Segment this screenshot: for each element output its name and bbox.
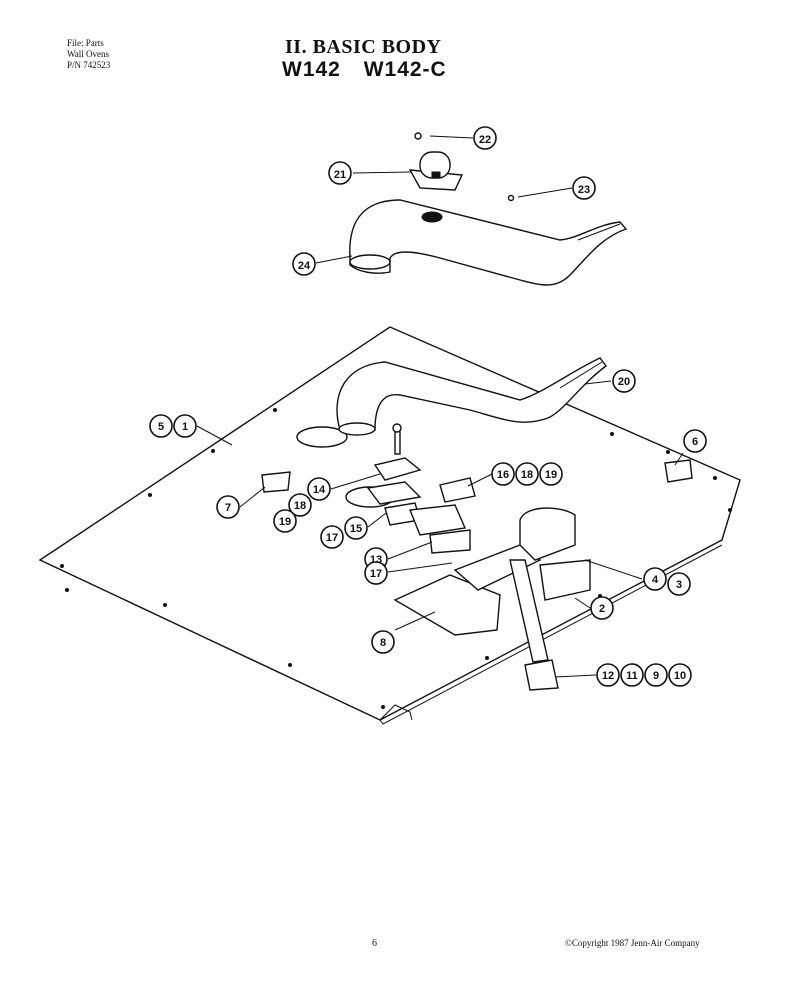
svg-text:9: 9 bbox=[653, 670, 659, 682]
callout-19b: 19 bbox=[273, 509, 297, 533]
svg-text:11: 11 bbox=[626, 670, 638, 682]
callout-22: 22 bbox=[473, 126, 497, 150]
thermostat-part bbox=[408, 151, 464, 191]
callout-9: 9 bbox=[644, 663, 668, 687]
svg-text:18: 18 bbox=[521, 469, 533, 481]
category-line: Wall Ovens bbox=[67, 49, 110, 59]
screw-part bbox=[414, 132, 515, 202]
svg-text:23: 23 bbox=[578, 184, 590, 196]
svg-text:19: 19 bbox=[279, 516, 291, 528]
callout-3: 3 bbox=[667, 572, 691, 596]
model-w142c: W142-C bbox=[363, 58, 447, 81]
svg-text:5: 5 bbox=[158, 421, 164, 433]
part-number-line: P/N 742523 bbox=[67, 60, 111, 70]
copyright-notice: ©Copyright 1987 Jenn-Air Company bbox=[565, 938, 700, 948]
svg-text:24: 24 bbox=[298, 260, 311, 272]
callout-17a: 17 bbox=[320, 525, 344, 549]
document-meta: File: Parts Wall Ovens P/N 742523 bbox=[67, 38, 110, 71]
svg-text:17: 17 bbox=[370, 568, 382, 580]
svg-text:21: 21 bbox=[334, 169, 346, 181]
svg-text:17: 17 bbox=[326, 532, 338, 544]
svg-text:2: 2 bbox=[599, 603, 605, 615]
switch-parts bbox=[261, 457, 693, 554]
svg-text:4: 4 bbox=[652, 574, 659, 586]
callout-8: 8 bbox=[371, 630, 395, 654]
page-title: II. BASIC BODY bbox=[285, 36, 442, 58]
leader-lines bbox=[196, 135, 684, 678]
callout-2: 2 bbox=[590, 596, 614, 620]
svg-text:18: 18 bbox=[294, 500, 306, 512]
svg-text:8: 8 bbox=[380, 637, 386, 649]
page-number: 6 bbox=[372, 938, 377, 949]
callout-1: 1 bbox=[173, 414, 197, 438]
callout-21: 21 bbox=[328, 161, 352, 185]
svg-text:19: 19 bbox=[545, 469, 557, 481]
model-list: W142 W142-C bbox=[282, 58, 463, 82]
svg-text:12: 12 bbox=[602, 670, 614, 682]
callout-24: 24 bbox=[292, 252, 316, 276]
vent-duct-lower bbox=[336, 357, 607, 436]
callout-16: 16 bbox=[491, 462, 515, 486]
model-w142: W142 bbox=[282, 58, 341, 81]
svg-text:14: 14 bbox=[313, 484, 326, 496]
callout-7: 7 bbox=[216, 495, 240, 519]
svg-text:16: 16 bbox=[497, 469, 509, 481]
callout-18b: 18 bbox=[288, 493, 312, 517]
bolt-part bbox=[392, 423, 402, 455]
callout-23: 23 bbox=[572, 176, 596, 200]
svg-text:10: 10 bbox=[674, 670, 686, 682]
svg-text:3: 3 bbox=[676, 579, 682, 591]
callout-10: 10 bbox=[668, 663, 692, 687]
svg-text:22: 22 bbox=[479, 134, 491, 146]
callout-11: 11 bbox=[620, 663, 644, 687]
callout-15: 15 bbox=[344, 516, 368, 540]
svg-text:6: 6 bbox=[692, 436, 698, 448]
svg-text:7: 7 bbox=[225, 502, 231, 514]
callout-5: 5 bbox=[149, 414, 173, 438]
vent-duct-upper bbox=[349, 199, 628, 286]
callout-17b: 17 bbox=[364, 561, 388, 585]
svg-text:20: 20 bbox=[618, 376, 630, 388]
callout-12: 12 bbox=[596, 663, 620, 687]
file-line: File: Parts bbox=[67, 38, 104, 48]
svg-text:1: 1 bbox=[182, 421, 188, 433]
callout-18: 18 bbox=[515, 462, 539, 486]
callout-20: 20 bbox=[612, 369, 636, 393]
callout-19: 19 bbox=[539, 462, 563, 486]
lever-assembly bbox=[393, 507, 591, 691]
callout-6: 6 bbox=[683, 429, 707, 453]
svg-text:15: 15 bbox=[350, 523, 362, 535]
callout-4: 4 bbox=[643, 567, 667, 591]
callout-14: 14 bbox=[307, 477, 331, 501]
